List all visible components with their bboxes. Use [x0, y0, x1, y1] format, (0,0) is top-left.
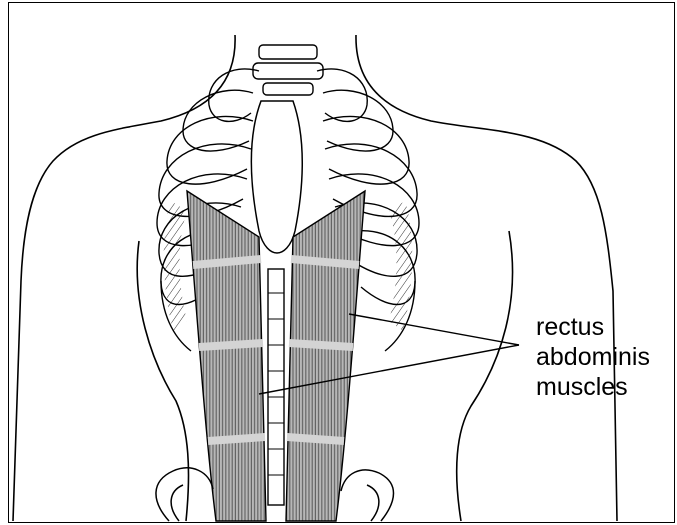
- rib-hatching-left: [164, 201, 187, 331]
- muscle-label: rectus abdominis muscles: [536, 312, 650, 402]
- rib-hatching-right: [389, 201, 412, 331]
- label-line-1: rectus: [536, 312, 650, 342]
- sternum: [251, 101, 302, 253]
- label-line-2: abdominis: [536, 342, 650, 372]
- rectus-abdominis-right: [286, 191, 365, 521]
- anatomy-illustration: [9, 3, 675, 523]
- diagram-frame: rectus abdominis muscles: [8, 2, 675, 523]
- label-line-3: muscles: [536, 372, 650, 402]
- rectus-abdominis-left: [187, 191, 266, 521]
